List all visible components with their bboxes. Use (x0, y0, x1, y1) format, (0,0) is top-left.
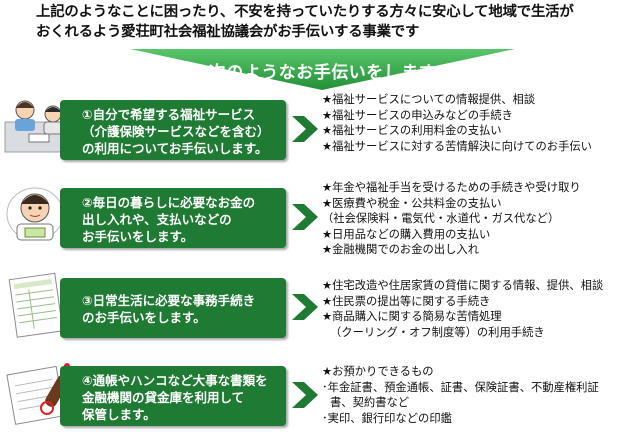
service-title-line: の利用についてお手伝いします。 (82, 141, 268, 156)
service-item: ★福祉サービスに対する苦情解決に向けてのお手伝い (322, 139, 592, 153)
chevron-right-icon (292, 116, 318, 142)
service-item: ★福祉サービスについての情報提供、相談 (322, 93, 536, 106)
service-item: ★福祉サービスの利用料金の支払い (322, 124, 502, 137)
chevron-right-icon (292, 294, 318, 320)
chevron-right-icon (292, 204, 318, 230)
service-title-line: お手伝いをします。 (82, 229, 194, 244)
service-item: ･年金証書、預金通帳、証書、保険証書、不動産権利証 (322, 380, 599, 394)
section-banner: 次のようなお手伝いをします (130, 46, 515, 90)
service-title-box: ②毎日の暮らしに必要なお金の 出し入れや、支払いなどの お手伝いをします。 (60, 188, 286, 248)
service-item: ★年金や福祉手当を受けるための手続きや受け取り (322, 181, 581, 194)
service-item: ･実印、銀行印などの印鑑 (322, 411, 452, 425)
service-item-list: ★お預かりできるもの ･年金証書、預金通帳、証書、保険証書、不動産権利証 書、契… (322, 364, 599, 426)
service-title-line: 金融機関の貸金庫を利用して (82, 390, 245, 405)
service-title-box: ③日常生活に必要な事務手続き のお手伝いをします。 (60, 278, 286, 338)
document-form-icon (3, 270, 83, 340)
service-title-box: ①自分で希望する福祉サービス （介護保険サービスなどを含む） の利用についてお手… (60, 100, 286, 160)
service-title-line: ④通帳やハンコなど大事な書類を (82, 373, 268, 388)
intro-line-2: おくれるよう愛荘町社会福祉協議会がお手伝いする事業です (36, 24, 420, 40)
banner-title: 次のようなお手伝いをします (208, 63, 437, 83)
service-title-line: ①自分で希望する福祉サービス (82, 107, 256, 122)
banner-arrow-shape (130, 49, 515, 90)
service-item: ★お預かりできるもの (322, 365, 434, 378)
service-item: 書、契約書など (330, 396, 410, 409)
intro-line-1: 上記のようなことに困ったり、不安を持っていたりする方々に安心して地域で生活が (36, 4, 574, 20)
service-item: ★日用品などの購入費用の支払い (322, 227, 491, 241)
service-item: ★福祉サービスの申込みなどの手続き (322, 108, 513, 122)
service-item-list: ★住宅改造や住居家賃の貸借に関する情報、提供、相談 ★住民票の提出等に関する手続… (322, 278, 603, 340)
service-title-line: 保管します。 (82, 407, 156, 422)
service-title-line: ②毎日の暮らしに必要なお金の (82, 195, 256, 210)
service-title-box: ④通帳やハンコなど大事な書類を 金融機関の貸金庫を利用して 保管します。 (60, 366, 286, 426)
service-item: ★住民票の提出等に関する手続き (322, 294, 491, 308)
service-title-line: （介護保険サービスなどを含む） (82, 124, 270, 139)
service-item: ★金融機関でのお金の出し入れ (322, 243, 479, 256)
service-item: ★商品購入に関する簡易な苦情処理 (322, 310, 502, 323)
chevron-right-icon (292, 382, 318, 408)
intro-text: 上記のようなことに困ったり、不安を持っていたりする方々に安心して地域で生活が お… (36, 2, 616, 42)
service-item: （クーリング・オフ制度等）の利用手続き (330, 325, 545, 339)
service-item-list: ★福祉サービスについての情報提供、相談 ★福祉サービスの申込みなどの手続き ★福… (322, 92, 592, 154)
service-item: ★医療費や税金・公共料金の支払い (322, 196, 502, 210)
service-item: ★住宅改造や住居家賃の貸借に関する情報、提供、相談 (322, 279, 604, 292)
service-title-line: のお手伝いをします。 (82, 310, 206, 325)
service-item-list: ★年金や福祉手当を受けるための手続きや受け取り ★医療費や税金・公共料金の支払い… (322, 180, 581, 258)
service-title-line: ③日常生活に必要な事務手続き (82, 293, 256, 308)
staff-counter-icon (3, 92, 83, 162)
service-item: （社会保険料・電気代・水道代・ガス代など） (322, 212, 560, 225)
service-title-line: 出し入れや、支払いなどの (82, 212, 232, 227)
